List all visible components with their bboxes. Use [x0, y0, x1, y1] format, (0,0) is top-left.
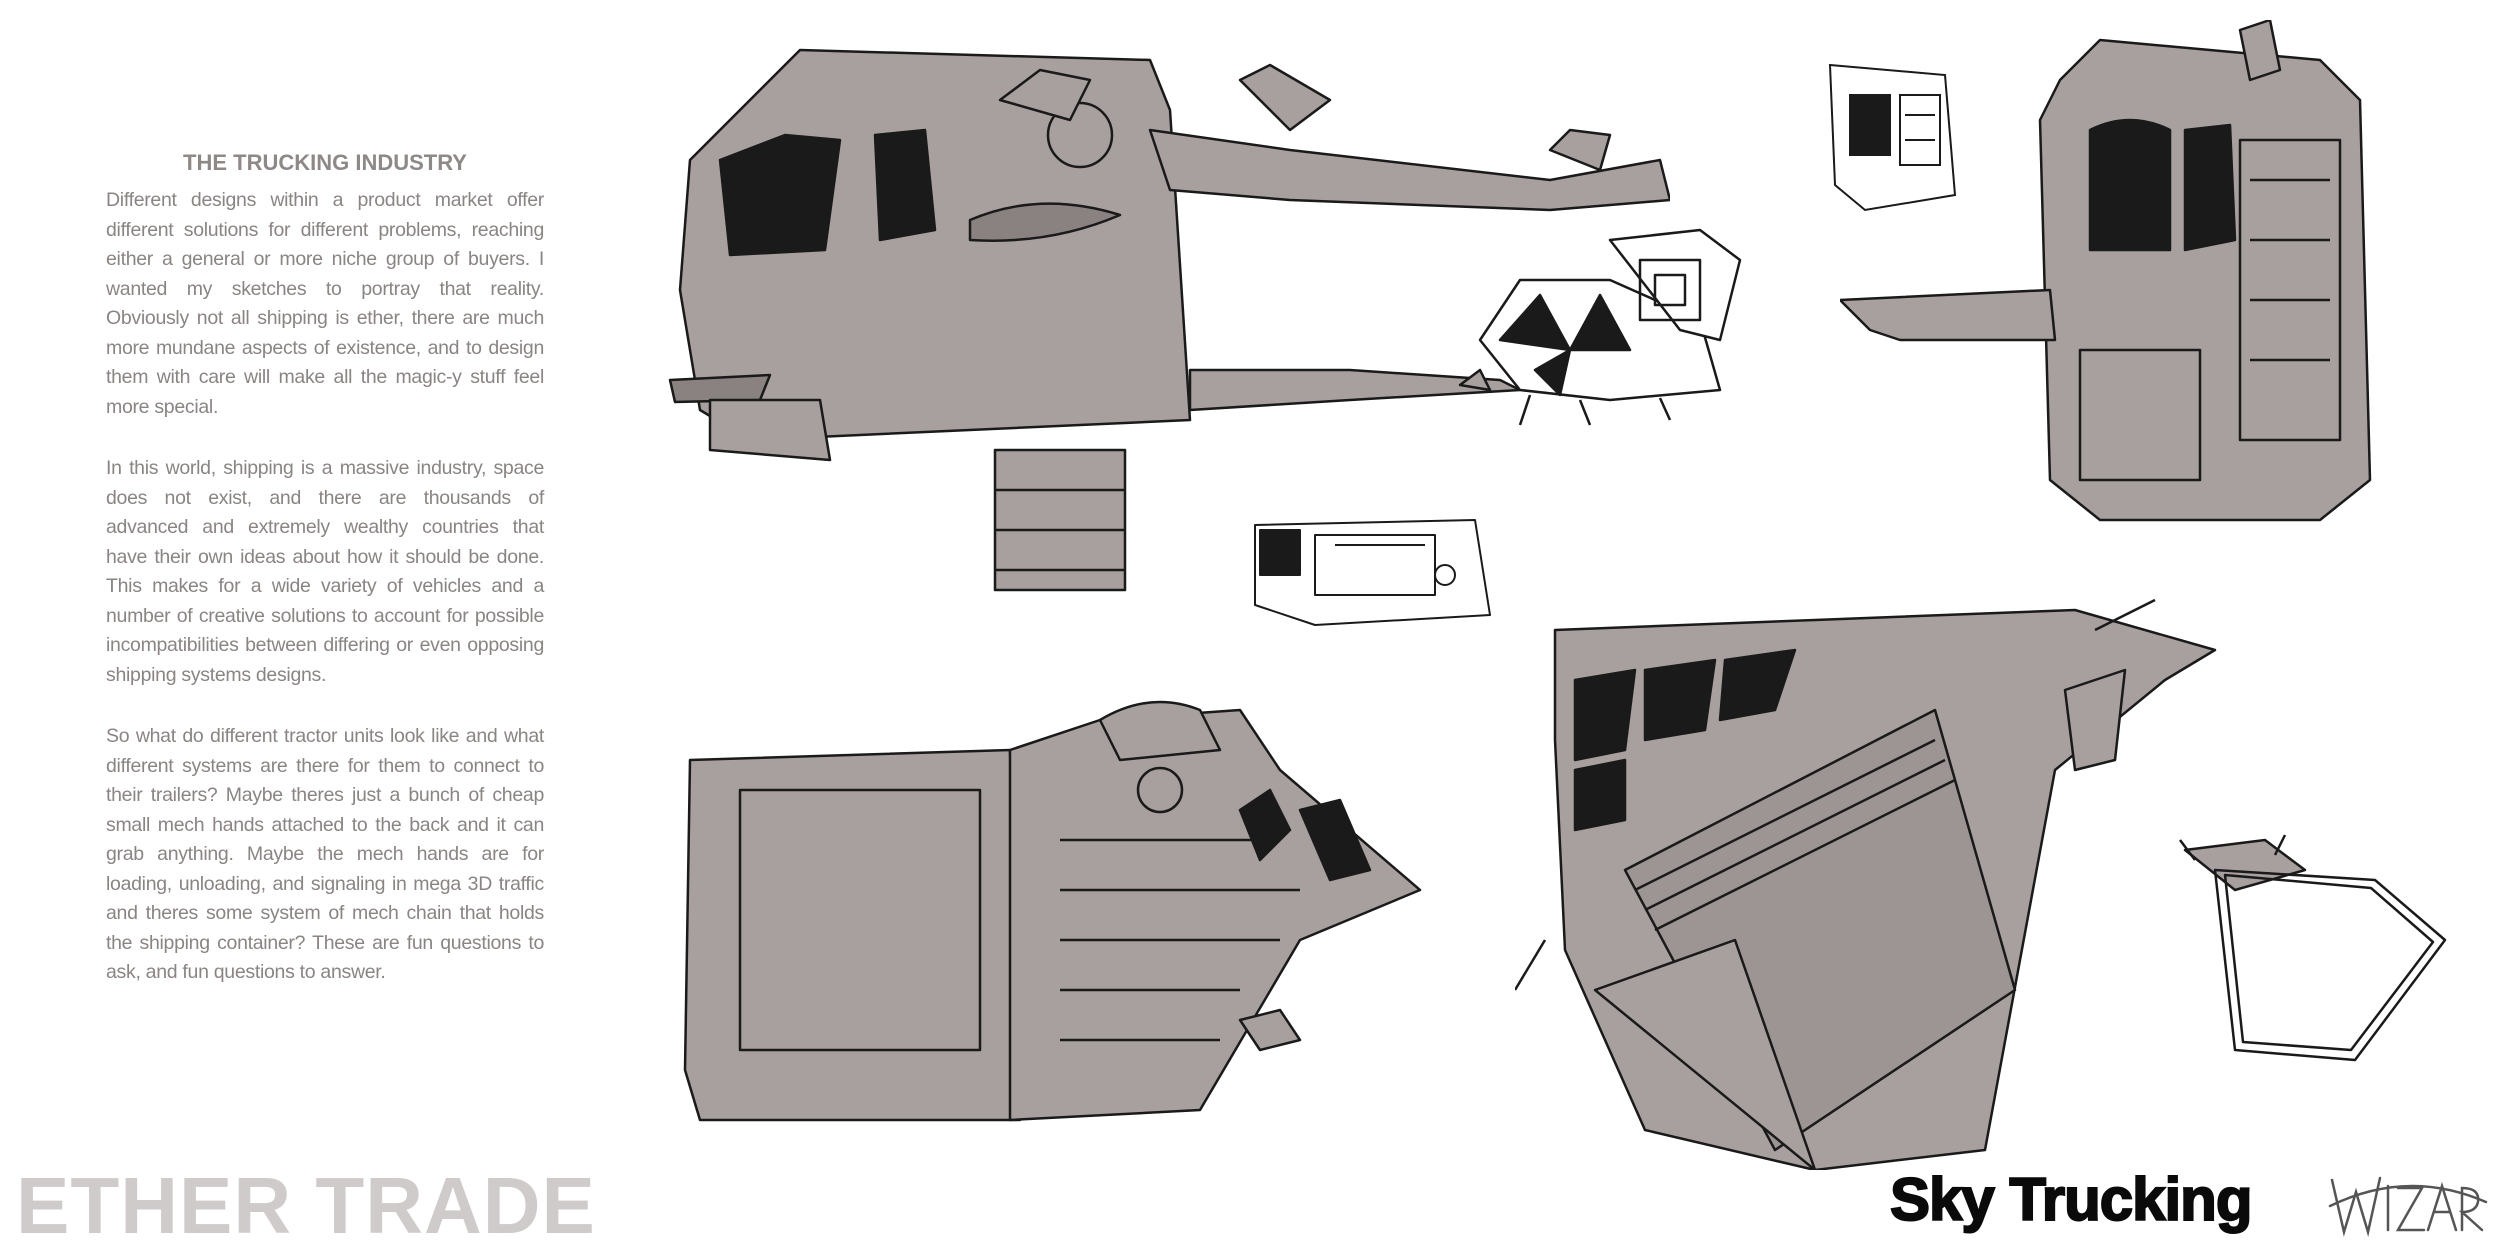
block-sketch — [1828, 63, 1957, 212]
wizard-signature-logo — [2328, 1176, 2488, 1237]
chassis-sketch — [1254, 519, 1491, 626]
article-paragraph-1: Different designs within a product marke… — [106, 189, 544, 418]
truck-cab-sketch — [668, 48, 1670, 592]
container-truck-sketch — [1515, 598, 2217, 1170]
wire-frame-sketch — [2179, 834, 2447, 1062]
article-heading: THE TRUCKING INDUSTRY — [183, 150, 467, 175]
ether-trade-title: ETHER TRADE — [16, 1161, 596, 1250]
vertical-truck-sketch — [1840, 20, 2372, 522]
article-paragraph-2: In this world, shipping is a massive ind… — [106, 457, 544, 686]
article: THE TRUCKING INDUSTRY Different designs … — [106, 150, 544, 1020]
flatbed-truck-sketch — [683, 700, 1422, 1122]
sky-trucking-title: Sky Trucking — [1889, 1166, 2253, 1233]
pod-sketch — [1478, 228, 1742, 426]
article-paragraph-3: So what do different tractor units look … — [106, 725, 544, 983]
